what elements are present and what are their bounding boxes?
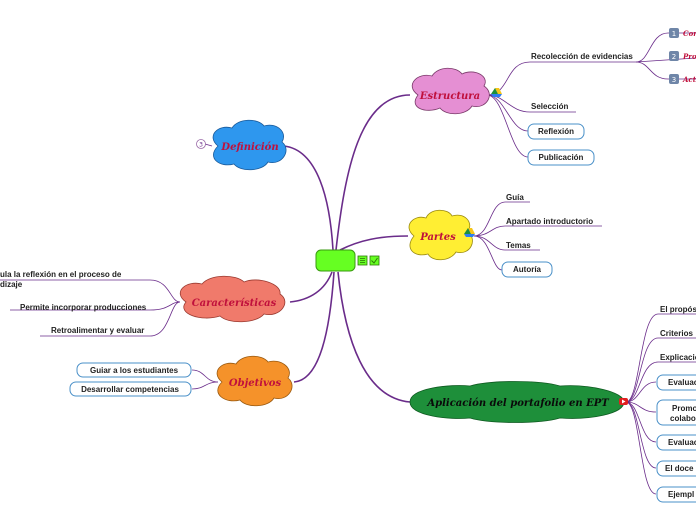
objetivos-item-1-box[interactable]: Desarrollar competencias xyxy=(69,381,192,397)
partes-item-0: Guía xyxy=(506,193,524,202)
caracteristicas-title: Características xyxy=(192,298,277,309)
node-objetivos[interactable]: Objetivos xyxy=(216,355,293,407)
partes-item-2: Temas xyxy=(506,241,531,250)
estructura-item-0: Recolección de evidencias xyxy=(531,52,633,61)
definicion-title: Definición xyxy=(220,142,278,153)
aplicacion-title: Aplicación del portafolio en EPT xyxy=(426,398,610,409)
list-icon xyxy=(357,255,368,266)
caracteristicas-item-1: Permite incorporar producciones xyxy=(20,303,147,312)
aplicacion-item-4b: colabo xyxy=(670,414,696,423)
svg-text:Acti: Acti xyxy=(682,75,696,84)
svg-text:Proc: Proc xyxy=(682,52,696,61)
estructura-item-3: Publicación xyxy=(539,153,584,162)
estructura-title: Estructura xyxy=(419,91,480,102)
aplicacion-item-7: Ejempl xyxy=(668,490,694,499)
sub-branches xyxy=(0,32,696,495)
branch-objetivos xyxy=(293,271,335,383)
collapsed-count-badge[interactable]: 3 xyxy=(196,139,206,149)
objetivos-item-1: Desarrollar competencias xyxy=(81,385,179,394)
objetivos-item-0-box[interactable]: Guiar a los estudiantes xyxy=(76,362,192,378)
node-aplicacion[interactable]: Aplicación del portafolio en EPT xyxy=(409,381,625,423)
estructura-item-2-box[interactable]: Reflexión xyxy=(527,123,585,140)
branch-estructura xyxy=(335,94,411,251)
branch-caracteristicas xyxy=(289,271,333,303)
node-definicion[interactable]: Definición xyxy=(212,119,287,171)
estructura-item-3-box[interactable]: Publicación xyxy=(527,149,595,166)
caracteristicas-item-0b: dizaje xyxy=(0,280,23,289)
number-badge xyxy=(669,51,679,61)
subitem-1[interactable]: 1 Conc xyxy=(669,28,696,38)
partes-item-3: Autoría xyxy=(513,265,542,274)
aplicacion-item-6: El doce xyxy=(665,464,694,473)
aplicacion-item-4-box[interactable]: Promo colabo xyxy=(656,399,696,426)
google-drive-icon xyxy=(491,88,502,97)
partes-title: Partes xyxy=(419,232,456,243)
main-branches xyxy=(283,94,411,403)
checkbox-icon xyxy=(369,255,380,266)
aplicacion-item-3: Evaluac xyxy=(668,378,696,387)
aplicacion-item-3-box[interactable]: Evaluac xyxy=(656,374,696,391)
objetivos-item-0: Guiar a los estudiantes xyxy=(90,366,179,375)
aplicacion-item-4: Promo xyxy=(672,404,696,413)
aplicacion-item-0: El propós xyxy=(660,305,696,314)
caracteristicas-item-0: ula la reflexión en el proceso de xyxy=(0,270,122,279)
number-badge xyxy=(669,28,679,38)
svg-text:Conc: Conc xyxy=(683,29,696,38)
partes-item-3-box[interactable]: Autoría xyxy=(501,261,553,278)
aplicacion-item-6-box[interactable]: El doce xyxy=(656,460,696,477)
svg-text:3: 3 xyxy=(199,142,203,149)
node-caracteristicas[interactable]: Características xyxy=(179,275,286,323)
google-drive-icon xyxy=(464,228,475,237)
estructura-item-1: Selección xyxy=(531,102,568,111)
subitem-2[interactable]: 2 Proc xyxy=(669,51,696,61)
aplicacion-item-2: Explicacio xyxy=(660,353,696,362)
aplicacion-item-7-box[interactable]: Ejempl xyxy=(656,486,696,503)
central-node[interactable] xyxy=(315,249,356,272)
node-partes[interactable]: Partes xyxy=(408,209,473,261)
branch-aplicacion xyxy=(337,271,411,403)
objetivos-title: Objetivos xyxy=(229,378,282,389)
svg-text:3: 3 xyxy=(672,76,676,84)
svg-text:1: 1 xyxy=(672,30,676,38)
branch-definicion xyxy=(283,145,334,251)
caracteristicas-item-2: Retroalimentar y evaluar xyxy=(51,326,144,335)
youtube-icon xyxy=(619,398,628,405)
partes-item-1: Apartado introductorio xyxy=(506,217,593,226)
number-badge xyxy=(669,74,679,84)
node-estructura[interactable]: Estructura xyxy=(411,67,490,115)
branch-partes xyxy=(339,235,409,251)
estructura-item-2: Reflexión xyxy=(538,127,574,136)
aplicacion-item-5: Evaluac xyxy=(668,438,696,447)
aplicacion-item-1: Criterios xyxy=(660,329,693,338)
subitem-3[interactable]: 3 Acti xyxy=(669,74,696,84)
aplicacion-item-5-box[interactable]: Evaluac xyxy=(656,434,696,451)
svg-text:2: 2 xyxy=(672,53,676,61)
